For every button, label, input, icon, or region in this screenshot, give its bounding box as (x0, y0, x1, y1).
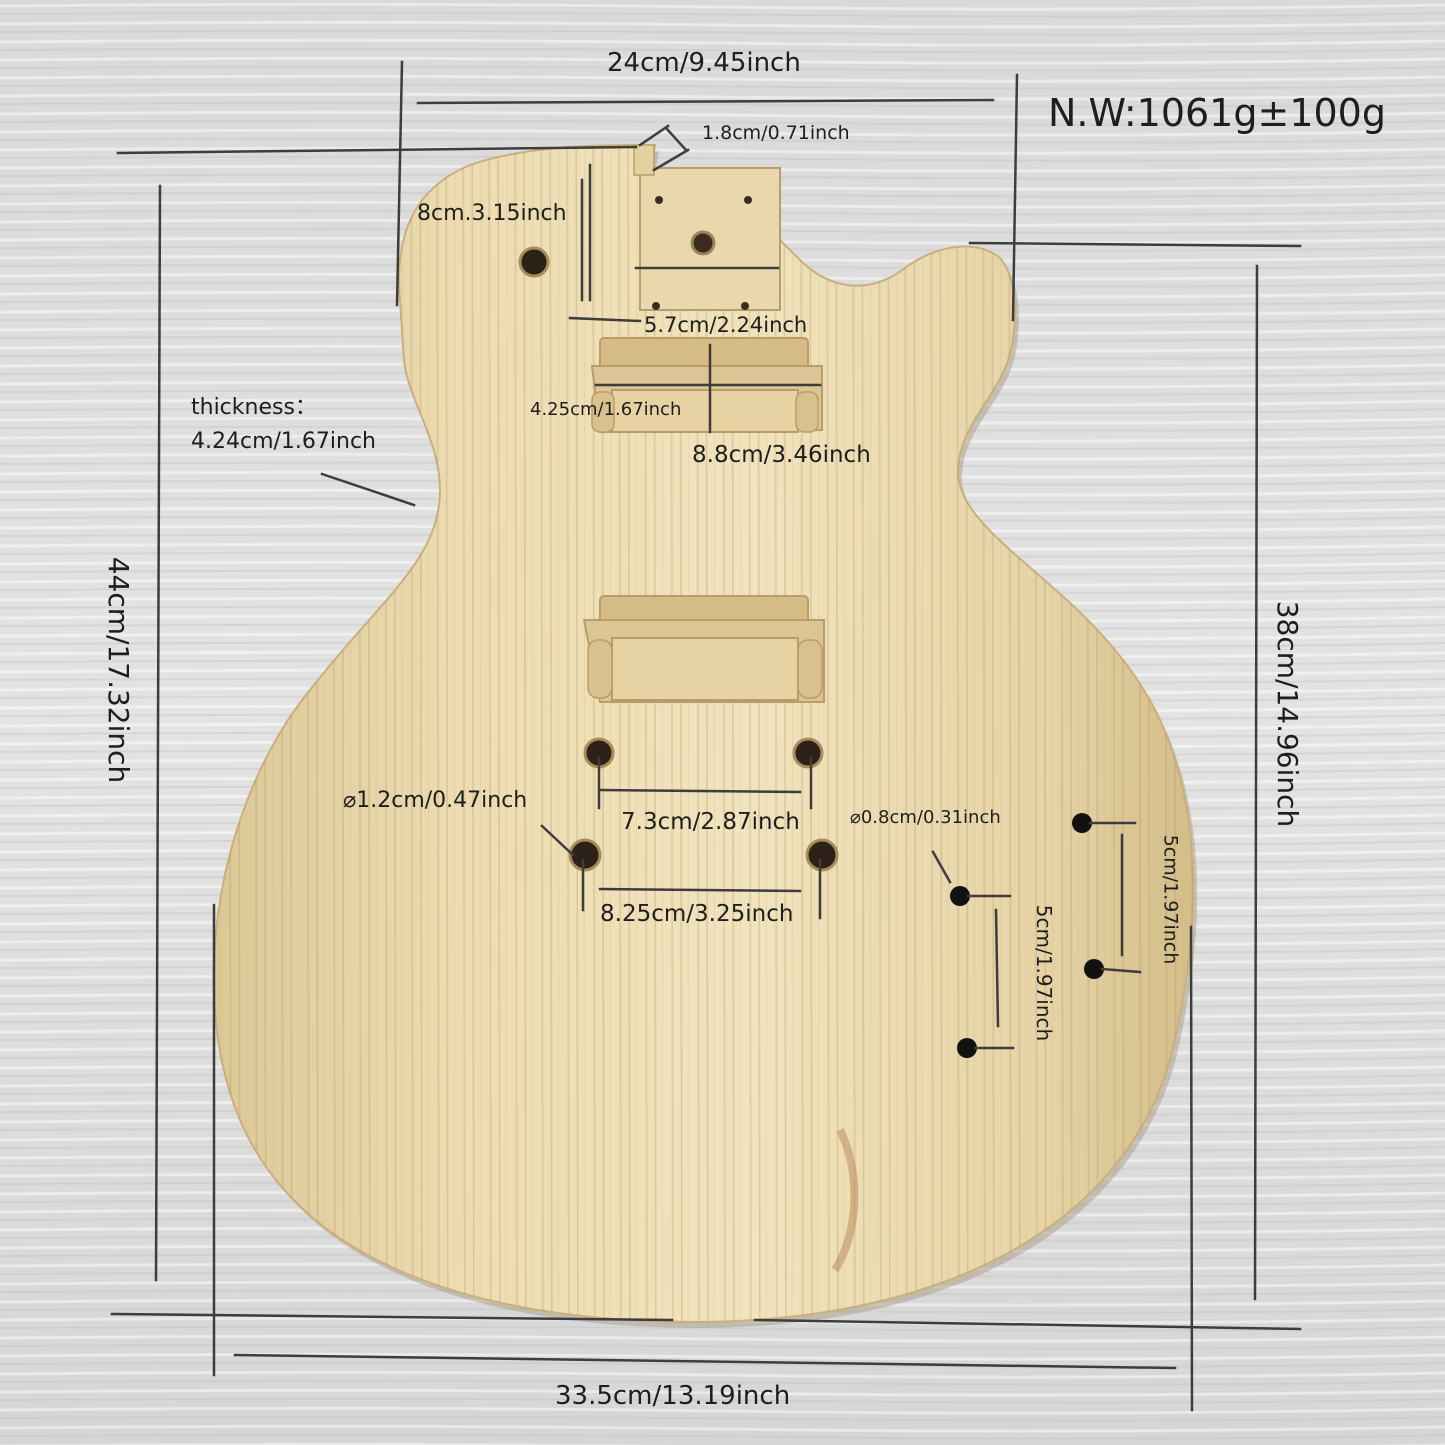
top-width-line (416, 98, 995, 105)
neck-pickup-length-label: 8.8cm/3.46inch (692, 442, 871, 468)
control-diameter-pointer (931, 850, 952, 884)
upper-bout-line (1253, 264, 1259, 1301)
thickness-value: 4.24cm/1.67inch (191, 429, 377, 454)
top-width-label: 24cm/9.45inch (607, 48, 801, 78)
post-diameter-pointer (540, 824, 575, 857)
bridge-post-spacing-label: 7.3cm/2.87inch (621, 809, 800, 835)
heel-depth-label: 1.8cm/0.71inch (702, 122, 850, 144)
wood-knot (831, 1128, 859, 1273)
neck-pocket-width-label: 5.7cm/2.24inch (644, 313, 808, 337)
control-pot-hole (957, 1038, 977, 1058)
thickness-pointer (320, 472, 416, 507)
bottom-extension (110, 1312, 674, 1322)
upper-bout-label: 38cm/14.96inch (1271, 600, 1304, 828)
neck-width-tick (568, 316, 642, 323)
control-spacing-left-label: 5cm/1.97inch (1032, 904, 1056, 1042)
bridge-pickup-cavity (582, 595, 825, 703)
neck-center-hole (690, 230, 716, 256)
total-length-line (154, 184, 162, 1282)
heel-depth-line-a (638, 124, 670, 147)
dimension-lines (110, 60, 1302, 1412)
heel-depth-line-b (652, 148, 690, 172)
body-width-label: 33.5cm/13.19inch (555, 1381, 791, 1411)
top-right-extension (1011, 73, 1019, 322)
control-right-bottom-tick (1100, 967, 1142, 974)
control-spacing-right-label: 5cm/1.97inch (1159, 834, 1182, 965)
upper-bout-extension (968, 241, 1302, 248)
control-pot-hole (950, 886, 970, 906)
neck-screw-hole (655, 196, 663, 204)
control-left-vert (994, 908, 1000, 1028)
body-width-right-ext (1189, 925, 1194, 1412)
total-length-label: 44cm/17.32inch (102, 556, 135, 784)
tailpiece-spacing-line (598, 887, 802, 893)
thickness-label: thickness： (191, 395, 317, 420)
top-left-extension (395, 60, 404, 307)
bottom-extension-right (753, 1318, 1302, 1331)
neck-pocket-length-label: 8cm.3.15inch (417, 201, 567, 226)
bridge-post-spacing-line (598, 788, 802, 794)
neck-pocket-rim (633, 144, 655, 176)
tailpiece-post-hole (568, 838, 602, 872)
neck-screw-hole (741, 302, 749, 310)
upper-horn-hole (518, 246, 550, 278)
body-width-line (233, 1353, 1177, 1370)
neck-screw-hole (744, 196, 752, 204)
control-pot-hole (1084, 959, 1104, 979)
control-pot-hole (1072, 813, 1092, 833)
neck-pickup-cavity (590, 337, 823, 434)
neck-screw-hole (652, 302, 660, 310)
bridge-post-hole (792, 737, 824, 769)
tailpiece-spacing-label: 8.25cm/3.25inch (600, 901, 794, 927)
heel-depth-line-c (664, 126, 688, 152)
tailpiece-post-hole (805, 838, 839, 872)
neck-pickup-width-label: 4.25cm/1.67inch (530, 399, 682, 420)
control-hole-diameter-label: ⌀0.8cm/0.31inch (850, 807, 1001, 828)
net-weight-label: N.W:1061g±100g (1048, 91, 1386, 135)
bridge-post-diameter-label: ⌀1.2cm/0.47inch (343, 788, 528, 813)
neck-top-extension (116, 145, 638, 155)
